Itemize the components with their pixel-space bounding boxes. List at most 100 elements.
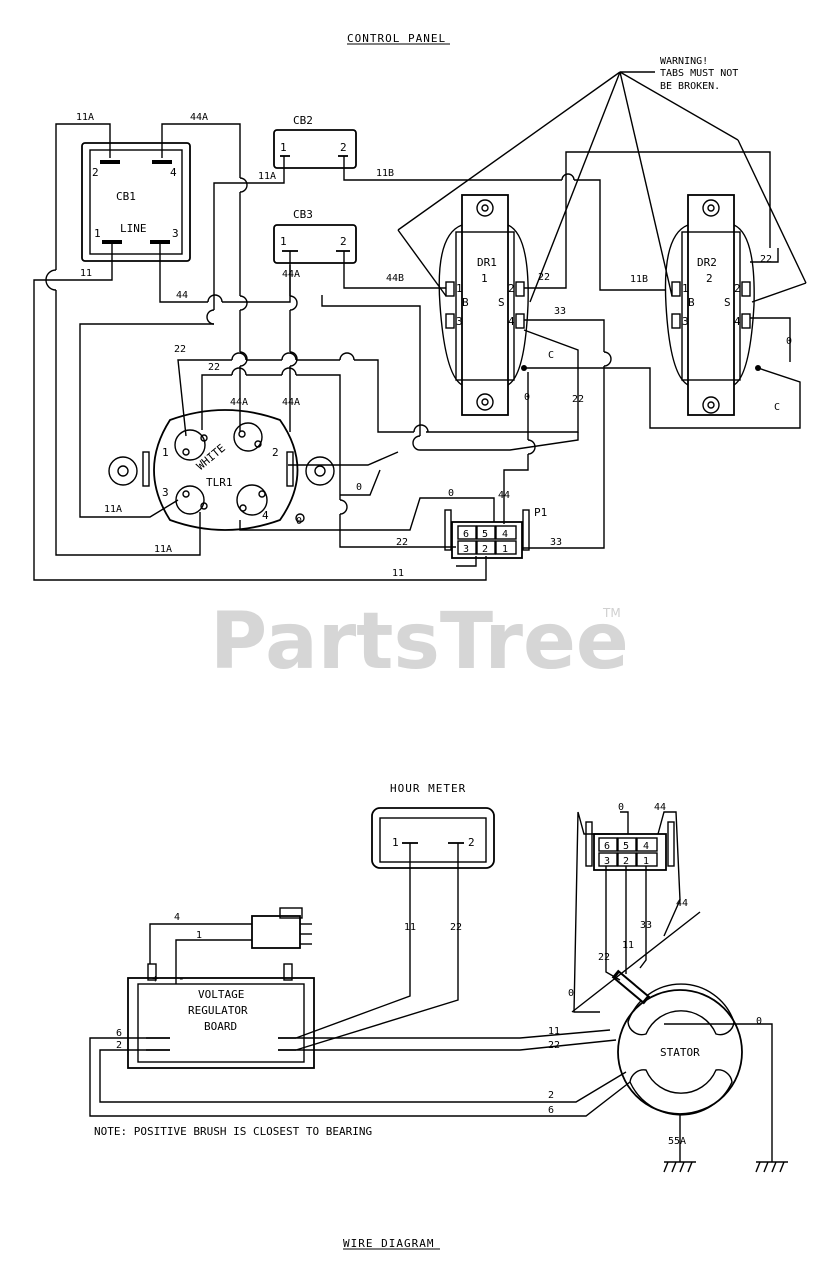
cb1-breaker [81,142,191,262]
wire-33-dr1: 33 [554,306,566,317]
wire-1: 1 [196,930,202,941]
hour-meter [371,807,495,869]
warning-leader-lines [397,71,807,303]
wire-22-conn: 22 [598,952,610,963]
wire-0-tlr: 0 [356,482,362,493]
wire-22-hm: 22 [450,922,462,933]
hour-meter-pin-2: 2 [468,836,475,849]
warning-line1: WARNING! [660,56,708,67]
wire-c-dr1: C [548,350,554,361]
tlr1-label: TLR1 [206,476,233,489]
brush-note: NOTE: POSITIVE BRUSH IS CLOSEST TO BEARI… [94,1125,372,1138]
wire-44-conn: 44 [654,802,666,813]
wire-0-dr1: 0 [524,392,530,403]
wire-2-left: 2 [116,1040,122,1051]
wire-0-p1: 0 [448,488,454,499]
wire-0-right: 0 [756,1016,762,1027]
wire-11b-cb2: 11B [376,168,394,179]
warning-line2: TABS MUST NOT [660,68,738,79]
cb1-label: CB1 [116,190,136,203]
dr2-pin-b: B [688,296,695,309]
dr2-receptacle [664,194,761,416]
cb1-pin-2: 2 [92,166,99,179]
p1-pin-3: 3 [463,544,469,555]
cb2-label: CB2 [293,114,313,127]
lower-wires [89,811,773,1162]
wire-11-conn: 11 [622,940,634,951]
cb1-line-label: LINE [120,222,147,235]
control-panel-wires [33,123,801,581]
tlr1-pin-2: 2 [272,446,279,459]
wire-44b: 44B [386,273,404,284]
wire-44-conn-2: 44 [676,898,688,909]
wire-11-left: 11 [80,268,92,279]
tlr1-receptacle [108,409,335,531]
cb1-pin-1: 1 [94,227,101,240]
voltage-regulator-board [127,963,315,1069]
cb1-pin-4: 4 [170,166,177,179]
dr1-number: 1 [481,272,488,285]
wire-0-tlr4: 0 [296,516,302,527]
watermark-tm: TM [602,606,621,620]
brush-plug [251,907,312,949]
wire-11b-dr2: 11B [630,274,648,285]
stator-conn-pin-2: 2 [623,856,629,867]
warning-line3: BE BROKEN. [660,81,720,92]
wire-22-right: 22 [572,394,584,405]
watermark: PartsTree [210,597,629,687]
tlr1-pin-1: 1 [162,446,169,459]
wire-11-hm: 11 [404,922,416,933]
wire-11-bottom: 11 [392,568,404,579]
dr2-pin-2: 2 [734,282,741,295]
dr2-pin-3: 3 [682,315,689,328]
vr-label-3: BOARD [204,1020,237,1033]
cb3-pin-2: 2 [340,235,347,248]
wire-0-left: 0 [568,988,574,999]
wire-44-mid: 44 [176,290,188,301]
wire-11a-top: 11A [76,112,94,123]
dr2-label: DR2 [697,256,717,269]
dr1-pin-s: S [498,296,505,309]
hour-meter-pin-1: 1 [392,836,399,849]
tlr1-pin-4: 4 [262,509,269,522]
vr-plus: + [152,972,159,985]
dr2-number: 2 [706,272,713,285]
wire-2-bottom: 2 [548,1090,554,1101]
ground-symbols [663,1161,788,1173]
p1-pin-4: 4 [502,529,508,540]
cb2-breaker [273,129,357,169]
wire-22-tlr-b: 22 [208,362,220,373]
dr1-pin-1: 1 [456,282,463,295]
dr2-pin-4: 4 [734,315,741,328]
cb1-pin-3: 3 [172,227,179,240]
p1-pin-5: 5 [482,529,488,540]
stator-conn-pin-3: 3 [604,856,610,867]
vr-label-2: REGULATOR [188,1004,248,1017]
wire-0-dr2: 0 [786,336,792,347]
cb3-label: CB3 [293,208,313,221]
stator-conn-pin-6: 6 [604,841,610,852]
wire-4: 4 [174,912,180,923]
p1-pin-6: 6 [463,529,469,540]
p1-label: P1 [534,506,547,519]
wire-22-p1: 22 [396,537,408,548]
wire-22-dr1: 22 [538,272,550,283]
wire-44a-tlr-b: 44A [282,397,300,408]
control-panel-title: CONTROL PANEL [347,32,446,45]
dr1-receptacle [438,194,529,416]
wire-c-dr2: C [774,402,780,413]
dr2-pin-1: 1 [682,282,689,295]
dr1-pin-2: 2 [508,282,515,295]
dr2-pin-s: S [724,296,731,309]
vr-label-1: VOLTAGE [198,988,244,1001]
vr-minus: - [178,972,185,985]
wire-33-p1: 33 [550,537,562,548]
cb2-pin-2: 2 [340,141,347,154]
stator [571,911,743,1116]
wire-22-tlr-a: 22 [174,344,186,355]
cb2-pin-1: 1 [280,141,287,154]
wire-11a-cb2: 11A [258,171,276,182]
hour-meter-title: HOUR METER [390,782,466,795]
wire-11a-low: 11A [154,544,172,555]
